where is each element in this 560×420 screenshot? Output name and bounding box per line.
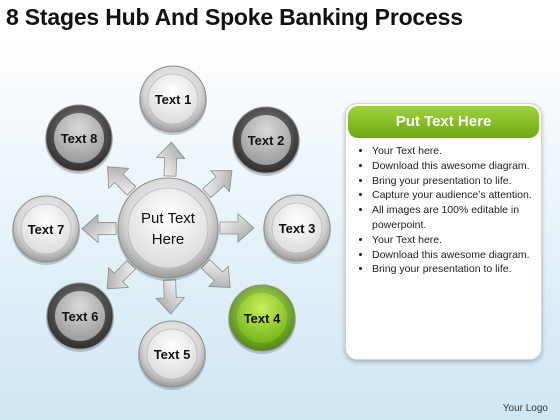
text-panel: Put Text Here Your Text here. Download t…: [345, 103, 542, 360]
page-title: 8 Stages Hub And Spoke Banking Process: [6, 4, 463, 30]
panel-bullet: Your Text here.: [372, 144, 533, 159]
panel-bullet: Download this awesome diagram.: [372, 248, 533, 263]
hub-spoke-diagram: Text 1 Text 2 Text 3 Text 4 Text 5 Text 6 Text…: [12, 65, 331, 390]
stage-node-label: Text 6: [62, 309, 99, 324]
spoke-arrow: [107, 166, 137, 196]
spoke-arrow: [200, 259, 231, 288]
panel-bullet: Download this awesome diagram.: [372, 159, 533, 174]
stage-node: Text 3: [263, 194, 331, 264]
stage-node: Text 2: [232, 106, 300, 176]
stage-node: Text 7: [12, 195, 80, 265]
panel-bullet: Your Text here.: [372, 233, 533, 248]
hub-label-line2: Here: [152, 231, 185, 248]
stage-node-label: Text 5: [154, 347, 191, 362]
stage-node-label: Text 8: [61, 131, 98, 146]
stage-node: Text 4: [228, 284, 296, 354]
spoke-arrow: [219, 213, 255, 243]
stage-node-label: Text 2: [248, 133, 285, 148]
hub-label-line1: Put Text: [141, 210, 196, 227]
stage-node-label: Text 4: [244, 311, 281, 326]
stage-node: Text 6: [46, 282, 114, 352]
stage-node-label: Text 3: [279, 221, 316, 236]
panel-bullet: All images are 100% editable in powerpoi…: [372, 203, 533, 233]
spoke-arrow: [155, 279, 186, 315]
stage-node-label: Text 1: [155, 92, 192, 107]
panel-bullet: Bring your presentation to life.: [372, 262, 533, 277]
spoke-arrow: [155, 141, 186, 177]
panel-heading: Put Text Here: [348, 106, 539, 138]
stage-node: Text 5: [138, 320, 206, 390]
spoke-arrow: [81, 213, 117, 244]
panel-bullet: Bring your presentation to life.: [372, 174, 533, 189]
logo-text: Your Logo: [502, 403, 548, 414]
stage-node: Text 1: [139, 65, 207, 135]
panel-bullet: Capture your audience’s attention.: [372, 188, 533, 203]
panel-bullet-list: Your Text here. Download this awesome di…: [352, 144, 533, 277]
spoke-arrow: [202, 170, 233, 199]
spoke-arrow: [106, 259, 137, 290]
stage-node: Text 8: [45, 104, 113, 174]
stage-node-label: Text 7: [28, 222, 65, 237]
